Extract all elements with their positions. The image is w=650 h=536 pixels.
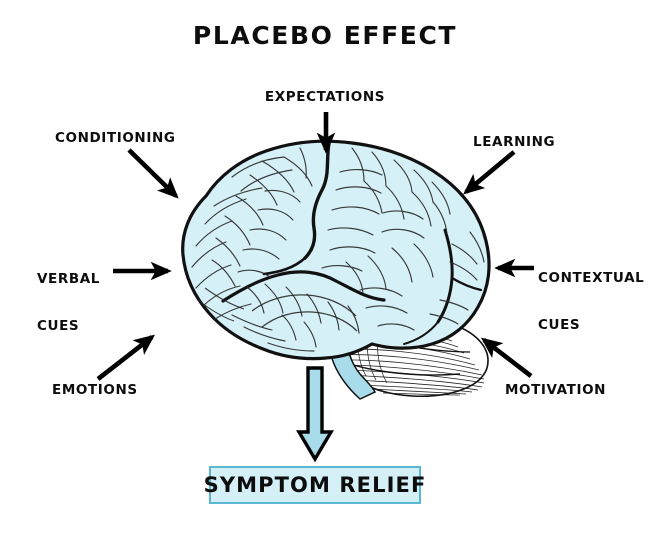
occipital-folds bbox=[197, 287, 245, 322]
label-verbal-cues: VERBAL CUES bbox=[37, 241, 100, 365]
arrow-learning bbox=[463, 150, 516, 195]
label-contextual-cues-line2: CUES bbox=[538, 316, 581, 333]
label-verbal-cues-line2: CUES bbox=[37, 317, 80, 334]
label-verbal-cues-line1: VERBAL bbox=[37, 271, 101, 288]
major-sulci bbox=[221, 141, 483, 345]
brain-illustration bbox=[181, 139, 491, 400]
label-motivation: MOTIVATION bbox=[505, 382, 607, 398]
label-learning: LEARNING bbox=[473, 134, 556, 150]
label-conditioning: CONDITIONING bbox=[55, 130, 176, 146]
symptom-relief-label: SYMPTOM RELIEF bbox=[203, 472, 427, 497]
input-arrows bbox=[96, 112, 534, 381]
outcome-arrow bbox=[296, 366, 334, 463]
symptom-relief-box: SYMPTOM RELIEF bbox=[204, 466, 425, 504]
label-emotions: EMOTIONS bbox=[52, 382, 138, 398]
temporal-lobe-folds bbox=[251, 294, 358, 332]
arrow-emotions bbox=[96, 334, 156, 381]
arrow-motivation bbox=[480, 337, 533, 378]
page-title: PLACEBO EFFECT bbox=[192, 21, 458, 50]
label-contextual-cues-line1: CONTEXTUAL bbox=[538, 270, 645, 287]
gyri-folds bbox=[191, 147, 485, 352]
label-expectations: EXPECTATIONS bbox=[264, 89, 386, 105]
arrow-conditioning bbox=[127, 148, 179, 199]
cerebrum-outline bbox=[181, 139, 491, 361]
label-contextual-cues: CONTEXTUAL CUES bbox=[538, 240, 644, 364]
